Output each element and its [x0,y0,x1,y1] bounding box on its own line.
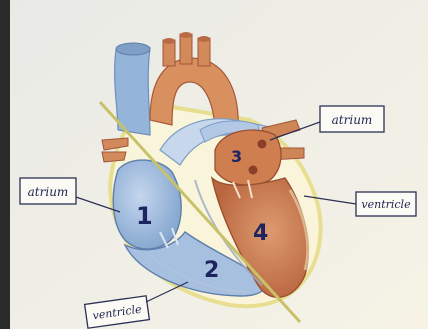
left-atrium [215,130,281,185]
chamber-number-3: 3 [231,147,242,166]
label-text: atrium [28,185,69,199]
chamber-number-1: 1 [136,202,153,230]
aorta-branch-3 [198,38,210,66]
label-text: atrium [332,113,373,127]
pulmonary-vein-opening-2 [249,166,258,175]
left-vessel-stub-2 [102,152,126,162]
aorta-branch-2-top [180,32,192,38]
chamber-number-4: 4 [253,221,268,246]
chamber-number-2: 2 [204,258,219,283]
pulmonary-vein-opening-1 [258,140,267,149]
aorta-branch-2 [180,34,192,64]
aorta-branch-3-top [198,36,210,42]
aorta-branch-1-top [163,38,175,44]
label-text: ventricle [361,198,411,211]
vena-cava-opening [116,43,150,55]
